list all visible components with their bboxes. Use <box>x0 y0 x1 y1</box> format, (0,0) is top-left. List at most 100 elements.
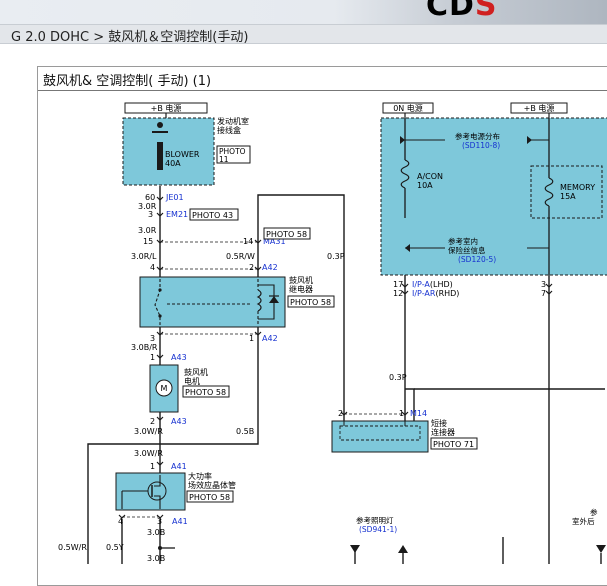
connector-ip-a[interactable]: 17 12 I/P-A(LHD) I/P-AR(RHD) <box>393 280 459 298</box>
transistor-icon <box>147 481 167 501</box>
connector-a41-top[interactable]: 1 A41 <box>150 461 187 471</box>
relay-coil-icon <box>256 289 262 312</box>
connector-ma31[interactable]: 15 14 MA31 PHOTO 58 <box>143 227 311 246</box>
wire-label-3-0r-a: 3.0R <box>138 202 157 211</box>
interior-fuse-box[interactable] <box>380 117 607 276</box>
wire-label-0-5y: 0.5Y <box>106 543 124 552</box>
svg-text:I/P-A(LHD): I/P-A(LHD) <box>412 280 453 289</box>
a43-top-pin: 1 <box>150 353 155 362</box>
photo-43-label: PHOTO 43 <box>192 211 233 220</box>
blower-motor[interactable]: M 鼓风机 电机 PHOTO 58 <box>149 364 230 413</box>
ref-outside[interactable]: 参 室外后 <box>572 507 606 564</box>
connector-a43-top[interactable]: 1 A43 <box>150 353 187 362</box>
wire-label-3-0b-b: 3.0B <box>147 554 165 563</box>
photo-11-label: PHOTO <box>219 147 246 156</box>
title-divider <box>38 90 607 91</box>
power-transistor[interactable]: 大功率 场效应晶体管 PHOTO 58 <box>115 471 236 511</box>
motor-name-line1: 鼓风机 <box>184 367 208 377</box>
photo-71-badge[interactable] <box>430 437 478 450</box>
connector-em21[interactable]: 3 EM21 PHOTO 43 <box>148 208 239 221</box>
photo-58-label-relay: PHOTO 58 <box>290 298 331 307</box>
photo-71-label: PHOTO 71 <box>433 440 474 449</box>
connector-je01[interactable]: 60 JE01 <box>145 193 184 202</box>
wire-label-3-0w-r-a: 3.0W/R <box>134 427 163 436</box>
acon-fuse-rating: 10A <box>417 181 433 190</box>
ma31-pin-right: 14 <box>243 237 253 246</box>
photo-58-badge-ma31[interactable] <box>263 227 311 240</box>
connector-a41-bottom[interactable]: 4 3 A41 <box>118 514 188 526</box>
breadcrumb[interactable]: G 2.0 DOHC > 鼓风机＆空调控制(手动) <box>11 30 249 45</box>
ref-fuse-info-code[interactable]: (SD120-5) <box>458 255 496 264</box>
blower-relay[interactable]: 鼓风机 继电器 PHOTO 58 <box>139 275 335 328</box>
motor-name-line2: 电机 <box>184 376 200 386</box>
svg-text:I/P-AR(RHD): I/P-AR(RHD) <box>412 289 459 298</box>
wire-label-3-0b-a: 3.0B <box>147 528 165 537</box>
a42-bottom-pin-left: 3 <box>150 334 155 343</box>
em21-label: EM21 <box>166 210 188 219</box>
wire-label-3-0b-r: 3.0B/R <box>131 343 158 352</box>
wire-label-3-0r-b: 3.0R <box>138 226 157 235</box>
ref-fuse-info-line1[interactable]: 参考室内 <box>448 236 478 246</box>
ip-a-pin-bottom: 12 <box>393 289 403 298</box>
arrow-left-icon-3 <box>405 244 410 252</box>
a43-bottom-label: A43 <box>171 417 187 426</box>
right-col-pin-top: 3 <box>541 280 546 289</box>
joint-connector-name-line1: 短接 <box>431 418 447 428</box>
arrow-down-icon <box>350 545 360 553</box>
ip-ar-label: I/P-AR <box>412 289 436 298</box>
connector-a42-bottom[interactable]: 3 1 A42 <box>150 331 278 343</box>
arrow-left-icon <box>400 136 405 144</box>
wire-label-0-5b: 0.5B <box>236 427 254 436</box>
acon-fuse-name: A/CON <box>417 172 443 181</box>
a41-bottom-label: A41 <box>172 517 188 526</box>
je01-label: JE01 <box>165 193 184 202</box>
m14-pin-right: 1 <box>399 409 404 418</box>
photo-58-label-motor: PHOTO 58 <box>185 388 226 397</box>
connector-right-col[interactable]: 3 7 <box>541 280 553 298</box>
ref-outside-line1: 参 <box>590 507 598 517</box>
a41-bottom-pin-left: 4 <box>118 517 123 526</box>
a42-top-pin-right: 2 <box>249 263 254 272</box>
a41-bottom-pin-right: 3 <box>157 517 162 526</box>
ip-a-suffix: (LHD) <box>430 280 453 289</box>
ref-illumination[interactable]: 参考照明灯 (SD941-1) <box>350 515 408 553</box>
a43-bottom-pin: 2 <box>150 417 155 426</box>
connector-a42-top[interactable]: 4 2 A42 <box>150 263 278 272</box>
motor-symbol: M <box>161 384 168 393</box>
memory-fuse-rating: 15A <box>560 192 576 201</box>
wiring-diagram: +B 电源 发动机室 接线盒 BLOWER 40A PHOTO 11 60 JE… <box>58 102 607 564</box>
ref-illumination-label: 参考照明灯 <box>356 515 394 525</box>
junction-box-location-line1: 发动机室 <box>217 116 249 126</box>
photo-11-badge[interactable] <box>216 145 251 164</box>
photo-58-badge-motor[interactable] <box>182 385 230 398</box>
on-supply-box <box>382 102 434 114</box>
ref-power-dist[interactable]: 参考电源分布 <box>455 131 500 141</box>
relay-diode-icon <box>269 296 279 303</box>
ref-fuse-info-line2[interactable]: 保险丝信息 <box>448 245 486 255</box>
wire-label-0-5w-r: 0.5W/R <box>58 543 87 552</box>
ref-power-dist-code[interactable]: (SD110-8) <box>462 141 500 150</box>
supply-label: +B 电源 <box>151 103 182 113</box>
joint-connector-name-line2: 连接器 <box>431 427 455 437</box>
photo-58-badge-relay[interactable] <box>287 295 335 308</box>
photo-58-badge-transistor[interactable] <box>186 490 234 503</box>
engine-room-junction-box[interactable] <box>122 117 215 186</box>
photo-58-label-ma31: PHOTO 58 <box>266 230 307 239</box>
a42-top-pin-left: 4 <box>150 263 155 272</box>
relay-name-line1: 鼓风机 <box>289 275 313 285</box>
ip-ar-suffix: (RHD) <box>435 289 459 298</box>
m14-label: M14 <box>410 409 427 418</box>
photo-11-number: 11 <box>219 155 229 164</box>
junction-box-location-line2: 接线盒 <box>217 125 241 135</box>
top-banner: CDS <box>0 0 607 24</box>
arrow-up-icon <box>398 545 408 553</box>
b-supply-label: +B 电源 <box>524 103 555 113</box>
wires <box>87 186 605 564</box>
connector-a43-bottom[interactable]: 2 A43 <box>150 416 187 426</box>
fuse-rating: 40A <box>165 159 181 168</box>
ref-illumination-code: (SD941-1) <box>359 525 397 534</box>
photo-43-badge[interactable] <box>189 208 239 221</box>
fuse-terminal-icon <box>157 122 163 128</box>
joint-connector-m14[interactable]: 2 1 M14 短接 连接器 PHOTO 71 <box>331 409 478 453</box>
memory-fuse-name: MEMORY <box>560 183 595 192</box>
